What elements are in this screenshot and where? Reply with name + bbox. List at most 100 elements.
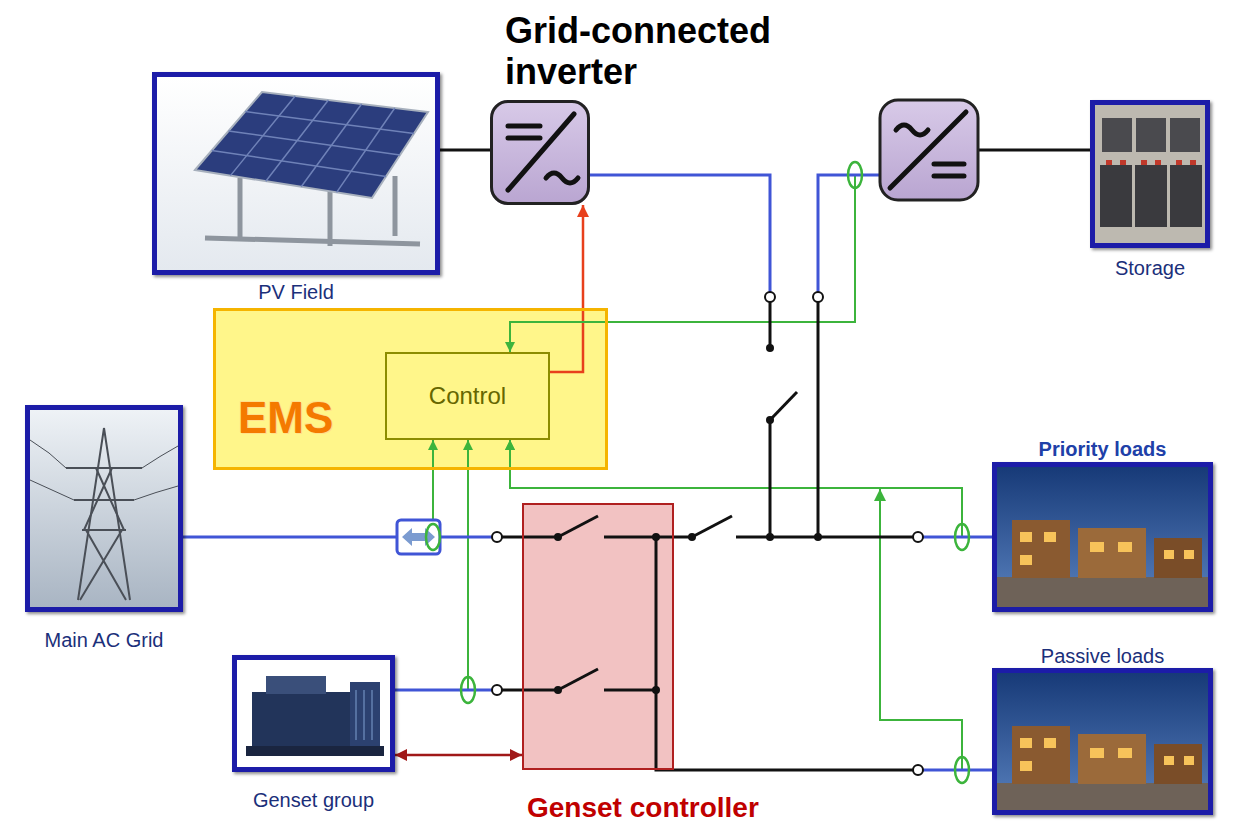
window	[1164, 550, 1174, 559]
genset-base	[246, 746, 384, 756]
buildings-picture	[997, 467, 1208, 607]
terminal-circle	[492, 532, 502, 542]
junction-dot	[688, 533, 696, 541]
converter-slash	[890, 112, 966, 188]
dc-wire	[978, 149, 1090, 152]
solar-panel	[195, 92, 428, 198]
building	[1154, 538, 1202, 578]
terminal	[1120, 160, 1126, 165]
building	[1012, 520, 1070, 578]
power-cables	[30, 440, 178, 500]
box-label: Main AC Grid	[20, 628, 188, 652]
bus-wire	[769, 420, 772, 537]
grid-wire	[183, 536, 397, 539]
sensor-ring	[955, 757, 969, 783]
bus-wire	[769, 302, 772, 348]
window	[1044, 532, 1056, 542]
terminals	[492, 292, 923, 775]
street	[997, 577, 1208, 607]
grid-box: Main AC Grid	[25, 405, 183, 612]
genset-wire	[395, 689, 492, 692]
control-signal	[550, 205, 583, 372]
ac-wire	[818, 175, 880, 292]
pv-ground	[157, 77, 435, 270]
radiator-fins	[356, 690, 372, 740]
ems-box: EMS Control	[213, 308, 608, 470]
panel-cells	[212, 96, 414, 192]
bus-wire	[502, 536, 558, 539]
storage-box: Storage	[1090, 100, 1210, 248]
window	[1184, 550, 1194, 559]
control-label: Control	[429, 382, 506, 410]
inverter-heading: Grid-connected inverter	[505, 10, 805, 92]
battery-terminals	[1106, 160, 1196, 165]
junction-dot	[652, 686, 660, 694]
bus-wire	[656, 537, 913, 770]
window	[1020, 532, 1032, 542]
pylon-bracing	[80, 468, 126, 600]
open-switch	[770, 392, 797, 420]
open-switch	[558, 516, 598, 537]
dc-sign	[508, 126, 540, 138]
sensor-ring	[848, 162, 862, 188]
genset-controller-fill	[522, 503, 674, 770]
junction-dot	[652, 533, 660, 541]
terminal-circle	[492, 685, 502, 695]
double-arrow-symbol	[402, 528, 435, 546]
evening-sky	[997, 467, 1208, 607]
control-link	[395, 754, 522, 757]
dc-ac-symbol	[508, 114, 578, 190]
load-box: Priority loads	[992, 462, 1213, 612]
ems-title: EMS	[238, 393, 378, 443]
pv-field-picture	[157, 77, 435, 270]
merge-arrowhead	[874, 489, 886, 501]
sensor-ring	[461, 677, 475, 703]
pylon-legs	[78, 428, 130, 600]
battery	[1170, 118, 1200, 152]
box-label: Genset group	[237, 788, 390, 812]
current-sensors	[426, 162, 969, 783]
ac-sign	[546, 173, 578, 183]
battery	[1102, 118, 1132, 152]
terminal-circle	[813, 292, 823, 302]
terminal	[1106, 160, 1112, 165]
bus-wire	[736, 536, 913, 539]
junction-dots	[554, 344, 822, 694]
battery	[1135, 165, 1167, 227]
grid-sky	[30, 410, 178, 607]
controller-label: Genset controller	[527, 792, 847, 824]
junction-dot	[766, 533, 774, 541]
pv-field-box: PV Field	[152, 72, 440, 275]
window	[1090, 542, 1104, 552]
dc-sign	[934, 164, 964, 176]
sensor-ring	[955, 524, 969, 550]
lit-windows	[1020, 532, 1194, 565]
buildings-picture	[997, 673, 1208, 813]
genset-ground	[237, 660, 390, 767]
battery	[1100, 165, 1132, 227]
dc-power-line	[440, 149, 490, 152]
measurement-line	[183, 440, 433, 537]
load-label: Priority loads	[997, 437, 1208, 461]
storage-picture	[1095, 105, 1205, 243]
junction-dot	[766, 344, 774, 352]
ems-fill	[213, 308, 608, 470]
cell-columns	[230, 96, 394, 192]
terminal-circle	[913, 765, 923, 775]
load-box: Passive loads	[992, 668, 1213, 815]
open-switch	[558, 669, 598, 690]
junction-dot	[554, 533, 562, 541]
bus-wire	[817, 302, 820, 537]
battery	[1136, 118, 1166, 152]
bus-wire	[604, 689, 656, 692]
terminal	[1176, 160, 1182, 165]
terminal	[1141, 160, 1147, 165]
genset-picture	[237, 660, 390, 767]
genset-controller-box: Genset controller	[522, 503, 674, 770]
control-box: Control	[385, 352, 550, 440]
inverter-box: Grid-connected inverter	[490, 100, 590, 205]
ac-sign	[896, 125, 928, 135]
